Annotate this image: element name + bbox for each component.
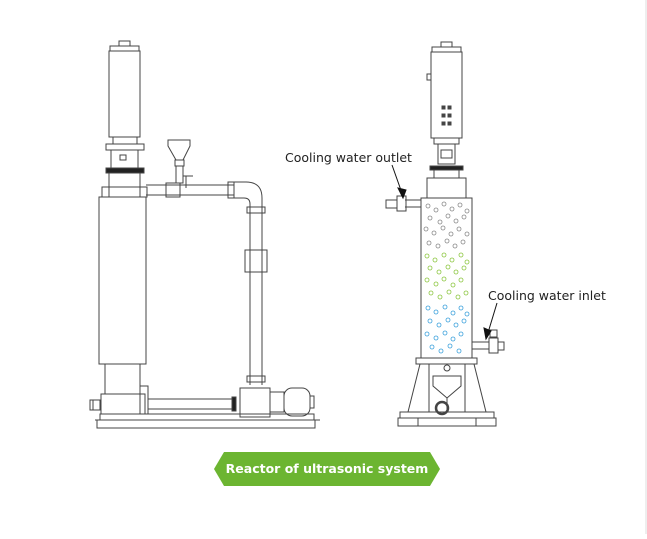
left-reactor-system bbox=[89, 40, 320, 429]
right-reactor-system bbox=[385, 41, 505, 427]
page-edge-divider bbox=[645, 0, 647, 534]
cooling-water-inlet-label: Cooling water inlet bbox=[488, 288, 606, 303]
cooling-inlet-callout bbox=[483, 302, 498, 341]
banner-shape bbox=[214, 452, 440, 486]
bubbles-blue bbox=[424, 304, 470, 354]
bubbles-green bbox=[424, 252, 470, 300]
cooling-outlet-callout bbox=[391, 164, 407, 200]
bubbles-gray bbox=[423, 201, 470, 249]
banner-title: Reactor of ultrasonic system bbox=[225, 461, 429, 476]
cooling-water-outlet-label: Cooling water outlet bbox=[285, 150, 412, 165]
reactor-banner: Reactor of ultrasonic system bbox=[214, 452, 440, 486]
